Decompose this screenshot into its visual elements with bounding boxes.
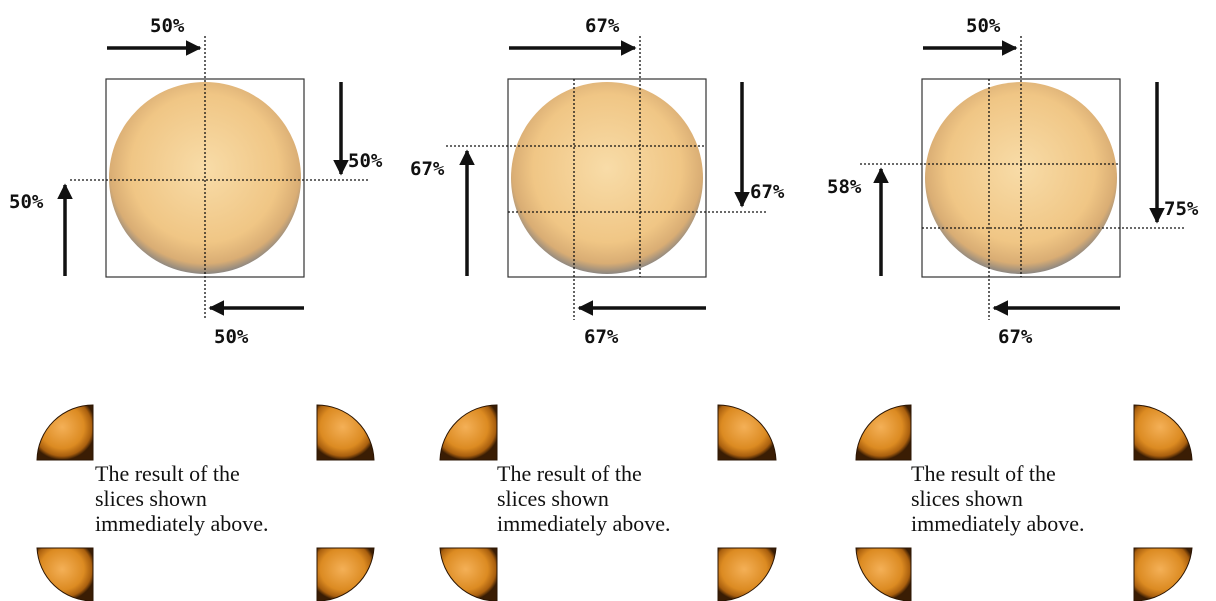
- top-label: 50%: [150, 15, 185, 37]
- right-label: 75%: [1164, 198, 1199, 220]
- caption-line: immediately above.: [497, 511, 737, 536]
- corner-bottom-left: [37, 548, 93, 601]
- corner-top-right: [718, 405, 776, 460]
- corner-top-left: [440, 405, 497, 460]
- left-label: 58%: [827, 176, 862, 198]
- left-label: 50%: [9, 191, 44, 213]
- corner-top-right: [317, 405, 374, 460]
- corner-top-right: [1134, 405, 1192, 460]
- bottom-label: 67%: [584, 326, 619, 348]
- caption-line: slices shown: [497, 486, 737, 511]
- corner-bottom-right: [317, 548, 374, 601]
- corner-bottom-left: [856, 548, 911, 601]
- top-label: 50%: [966, 15, 1001, 37]
- caption-line: immediately above.: [911, 511, 1151, 536]
- slice-diagram-2: 67% 67% 67% 67%: [410, 15, 785, 348]
- bottom-label: 50%: [214, 326, 249, 348]
- result-caption-1: The result of the slices shown immediate…: [95, 461, 335, 536]
- slice-diagram-3: 50% 75% 67% 58%: [827, 15, 1199, 348]
- left-label: 67%: [410, 158, 445, 180]
- caption-line: The result of the: [95, 461, 335, 486]
- caption-line: The result of the: [911, 461, 1151, 486]
- caption-line: slices shown: [95, 486, 335, 511]
- right-label: 67%: [750, 181, 785, 203]
- right-label: 50%: [348, 150, 383, 172]
- caption-line: immediately above.: [95, 511, 335, 536]
- corner-bottom-right: [1134, 548, 1192, 601]
- ball-image: [511, 82, 703, 274]
- bottom-label: 67%: [998, 326, 1033, 348]
- slice-diagram-1: 50% 50% 50% 50%: [9, 15, 383, 348]
- corner-bottom-right: [718, 548, 776, 601]
- result-caption-2: The result of the slices shown immediate…: [497, 461, 737, 536]
- corner-top-left: [37, 405, 93, 460]
- corner-bottom-left: [440, 548, 497, 601]
- caption-line: slices shown: [911, 486, 1151, 511]
- top-label: 67%: [585, 15, 620, 37]
- caption-line: The result of the: [497, 461, 737, 486]
- result-caption-3: The result of the slices shown immediate…: [911, 461, 1151, 536]
- corner-top-left: [856, 405, 911, 460]
